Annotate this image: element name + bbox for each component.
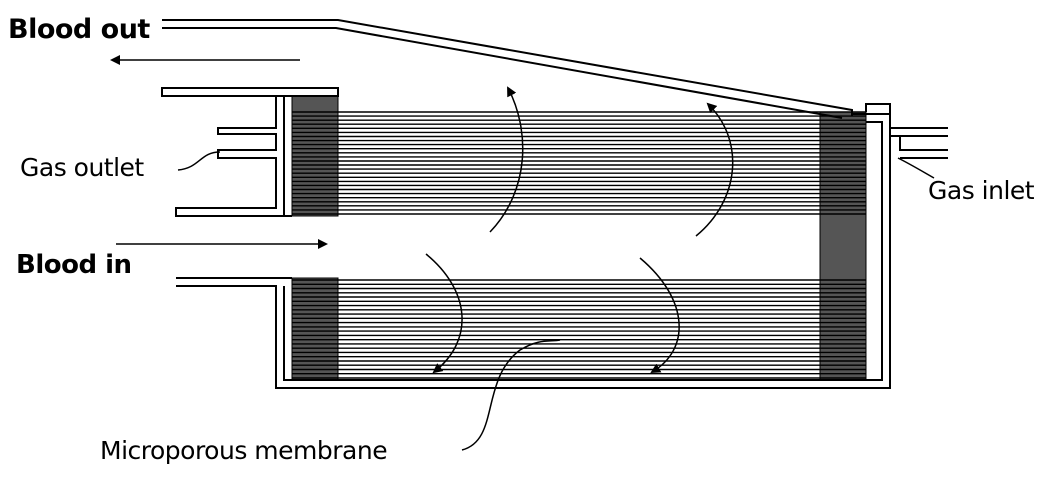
blood-out-channel-inner xyxy=(162,27,843,119)
upflow-arrow-right xyxy=(695,102,734,237)
microporous-membrane-label: Microporous membrane xyxy=(100,436,388,465)
upper-lip xyxy=(161,87,339,97)
gas-inlet-leader xyxy=(897,157,935,179)
potting-blocks xyxy=(291,95,867,381)
membrane-leader xyxy=(461,339,561,451)
fiber-bundle-upper xyxy=(292,111,866,215)
downflow-arrow-left xyxy=(425,253,463,374)
housing xyxy=(161,19,948,389)
lower-shell xyxy=(176,113,891,389)
lower-shell-inner xyxy=(283,121,883,381)
gas-inlet-label: Gas inlet xyxy=(928,176,1035,205)
gas-outlet-label: Gas outlet xyxy=(20,153,144,182)
gas-inlet-port xyxy=(865,103,948,159)
fiber-bundle-lower xyxy=(292,279,866,379)
potting-bottom-left xyxy=(291,277,339,381)
upflow-arrow-left xyxy=(489,86,524,233)
gas-outlet-manifold xyxy=(175,96,292,217)
blood-in-label: Blood in xyxy=(16,250,132,280)
gas-outlet-leader xyxy=(177,151,221,171)
downflow-arrow-right xyxy=(639,257,680,374)
flow-arrows xyxy=(110,55,935,451)
blood-out-label: Blood out xyxy=(8,14,150,45)
